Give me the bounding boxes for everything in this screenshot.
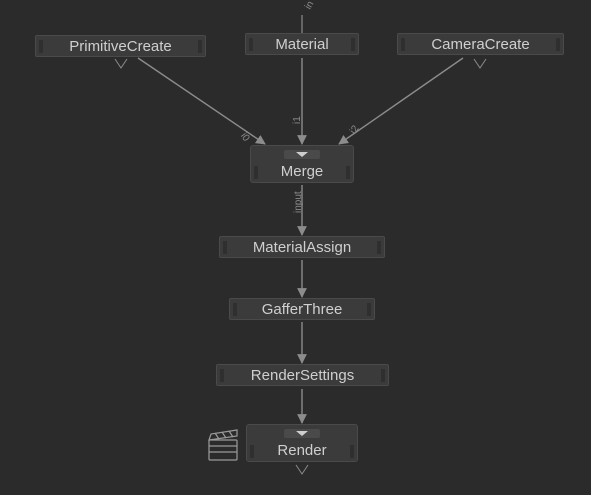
output-port-render[interactable]: [295, 464, 309, 475]
edge-primitive-merge: [137, 57, 266, 145]
node-render-settings[interactable]: RenderSettings: [216, 364, 389, 386]
chevron-down-icon[interactable]: [284, 429, 320, 438]
node-label: PrimitiveCreate: [69, 37, 172, 55]
node-primitive-create[interactable]: PrimitiveCreate: [35, 35, 206, 57]
materialassign-port-label-input: input: [293, 191, 304, 213]
node-camera-create[interactable]: CameraCreate: [397, 33, 564, 55]
node-merge[interactable]: Merge: [250, 145, 354, 183]
node-material[interactable]: Material: [245, 33, 359, 55]
node-material-assign[interactable]: MaterialAssign: [219, 236, 385, 258]
chevron-down-icon[interactable]: [284, 150, 320, 159]
clapperboard-icon: [208, 429, 238, 461]
node-render[interactable]: Render: [246, 424, 358, 462]
node-label: CameraCreate: [431, 35, 530, 53]
output-port-primitive-create[interactable]: [114, 58, 128, 69]
node-label: MaterialAssign: [252, 238, 352, 256]
merge-port-label-i1: i1: [292, 116, 303, 124]
output-port-camera-create[interactable]: [473, 58, 487, 69]
node-label: Material: [275, 35, 329, 53]
node-label: RenderSettings: [250, 366, 355, 384]
node-gaffer-three[interactable]: GafferThree: [229, 298, 375, 320]
node-label: GafferThree: [261, 300, 343, 318]
edge-camera-merge: [338, 57, 464, 145]
node-label: Render: [277, 441, 327, 459]
node-label: Merge: [280, 162, 324, 180]
